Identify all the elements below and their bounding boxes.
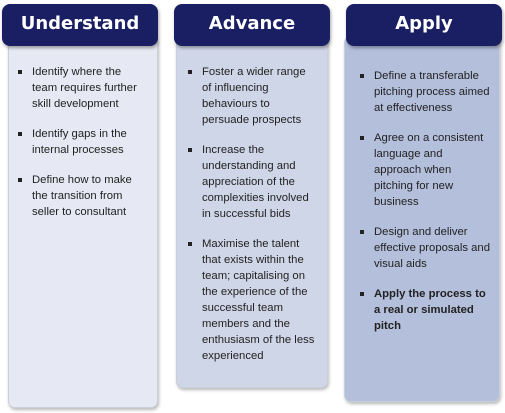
panel-understand	[8, 36, 158, 408]
bullet-marker	[360, 230, 364, 234]
bullet-list-advance: Foster a wider range of influencing beha…	[188, 64, 318, 378]
bullet-marker	[18, 178, 22, 182]
bullet-marker	[18, 70, 22, 74]
panel-apply	[344, 36, 500, 402]
list-item: Identify where the team requires further…	[18, 64, 143, 112]
bullet-marker	[188, 242, 192, 246]
list-item: Foster a wider range of influencing beha…	[188, 64, 318, 128]
list-item: Define a transferable pitching process a…	[360, 68, 490, 116]
header-understand: Understand	[2, 4, 158, 46]
list-item: Increase the understanding and appreciat…	[188, 142, 318, 222]
list-item: Maximise the talent that exists within t…	[188, 236, 318, 364]
list-item: Define how to make the transition from s…	[18, 172, 143, 220]
bullet-marker	[360, 136, 364, 140]
bullet-list-apply: Define a transferable pitching process a…	[360, 68, 490, 348]
bullet-marker	[360, 74, 364, 78]
bullet-marker	[188, 70, 192, 74]
header-advance: Advance	[174, 4, 330, 46]
list-item: Design and deliver effective proposals a…	[360, 224, 490, 272]
bullet-marker	[18, 132, 22, 136]
bullet-marker	[188, 148, 192, 152]
list-item: Identify gaps in the internal processes	[18, 126, 143, 158]
header-apply: Apply	[346, 4, 502, 46]
bullet-marker	[360, 292, 364, 296]
list-item: Agree on a consistent language and appro…	[360, 130, 490, 210]
panel-advance	[176, 36, 328, 388]
bullet-list-understand: Identify where the team requires further…	[18, 64, 143, 234]
list-item: Apply the process to a real or simulated…	[360, 286, 490, 334]
